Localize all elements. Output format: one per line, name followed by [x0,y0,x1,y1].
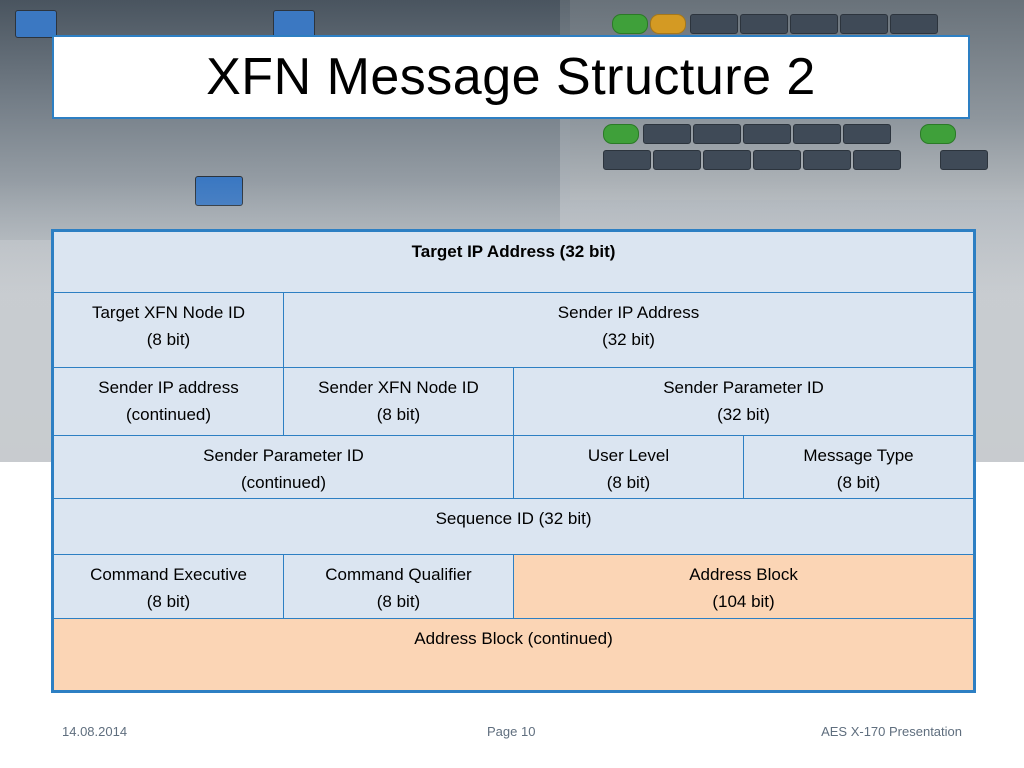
background-chip [15,10,57,38]
background-chip [753,150,801,170]
field-target-xfn-node-id: Target XFN Node ID (8 bit) [52,292,284,368]
background-chip [603,150,651,170]
field-size: (continued) [240,473,327,492]
background-chip [743,124,791,144]
background-chip [890,14,938,34]
background-chip [653,150,701,170]
table-row: Target XFN Node ID (8 bit) Sender IP Add… [52,292,976,368]
field-name: Sender IP Address [557,303,700,322]
table-row: Target IP Address (32 bit) [51,230,976,293]
background-chip [690,14,738,34]
field-sequence-id: Sequence ID (32 bit) [51,498,976,555]
background-chip [643,124,691,144]
field-name: Message Type [803,446,914,465]
field-size: (32 bit) [717,405,770,424]
field-name: Sender Parameter ID [203,446,364,465]
background-chip [843,124,891,144]
field-address-block-continued: Address Block (continued) [51,618,976,692]
background-chip [740,14,788,34]
field-sender-xfn-node-id: Sender XFN Node ID (8 bit) [283,367,514,436]
field-address-block: Address Block (104 bit) [512,554,976,619]
field-message-type: Message Type (8 bit) [742,435,976,499]
footer-date: 14.08.2014 [62,724,128,739]
title-box: XFN Message Structure 2 [52,35,970,119]
field-size: (8 bit) [376,592,421,611]
field-name: Command Qualifier [325,565,472,584]
table-row: Sequence ID (32 bit) [51,498,976,555]
field-name: Target XFN Node ID [91,303,246,322]
field-size: (32 bit) [602,330,655,349]
field-size: (8 bit) [146,330,191,349]
field-name: Sender Parameter ID [663,378,824,397]
field-label: Target IP Address (32 bit) [411,242,616,261]
field-sender-ip-address: Sender IP Address (32 bit) [282,292,976,368]
background-chip [603,124,639,144]
field-label: Sequence ID (32 bit) [435,509,592,528]
background-chip [920,124,956,144]
table-row: Sender IP address (continued) Sender XFN… [52,367,976,436]
field-size: (8 bit) [376,405,421,424]
background-chip [612,14,648,34]
field-size: (104 bit) [712,592,775,611]
field-sender-parameter-id: Sender Parameter ID (32 bit) [512,367,976,436]
field-sender-ip-address-continued: Sender IP address (continued) [52,367,284,436]
background-chip [803,150,851,170]
background-chip [853,150,901,170]
field-name: User Level [587,446,670,465]
field-user-level: User Level (8 bit) [513,435,744,499]
field-sender-parameter-id-continued: Sender Parameter ID (continued) [52,435,514,499]
background-chip [840,14,888,34]
table-row: Command Executive (8 bit) Command Qualif… [52,554,976,619]
footer-page-number: Page 10 [487,724,536,739]
field-name: Sender XFN Node ID [318,378,479,397]
table-row: Address Block (continued) [51,618,976,692]
field-size: (8 bit) [836,473,881,492]
field-command-executive: Command Executive (8 bit) [52,554,284,619]
background-chip [790,14,838,34]
field-size: (continued) [125,405,212,424]
field-label: Address Block (continued) [414,629,613,648]
background-chip [793,124,841,144]
table-row: Sender Parameter ID (continued) User Lev… [52,435,976,499]
footer-presentation-name: AES X-170 Presentation [821,724,962,739]
field-name: Sender IP address [98,378,239,397]
field-target-ip-address: Target IP Address (32 bit) [51,230,976,293]
field-name: Command Executive [90,565,247,584]
field-name: Address Block [689,565,798,584]
field-size: (8 bit) [606,473,651,492]
background-chip [273,10,315,38]
background-chip [703,150,751,170]
background-chip [693,124,741,144]
field-size: (8 bit) [146,592,191,611]
background-chip [940,150,988,170]
field-command-qualifier: Command Qualifier (8 bit) [283,554,514,619]
slide-title: XFN Message Structure 2 [206,48,816,106]
message-structure-table: Target IP Address (32 bit) Target XFN No… [51,229,977,693]
background-chip [650,14,686,34]
